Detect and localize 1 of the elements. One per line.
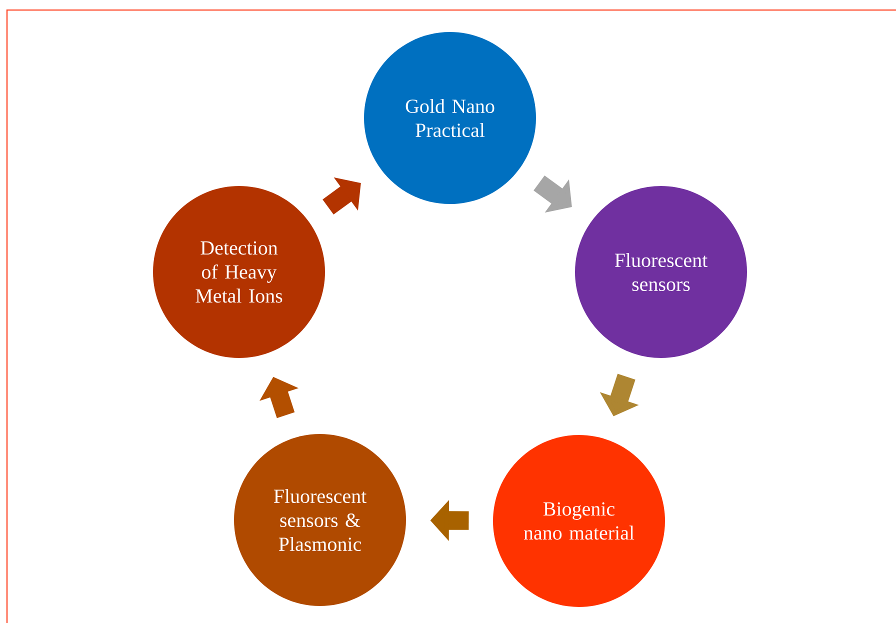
block-arrow xyxy=(322,177,361,215)
